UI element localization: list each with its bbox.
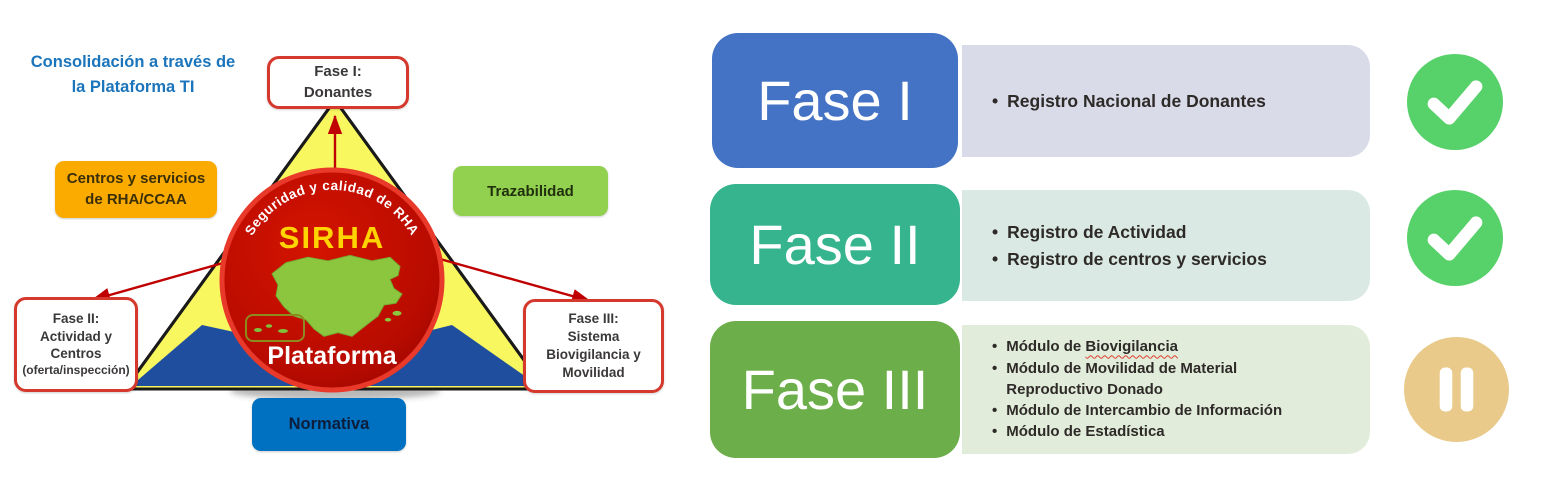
check-icon <box>1407 54 1503 150</box>
fase3-bullet-2: Módulo de Movilidad de Material Reproduc… <box>1006 359 1238 398</box>
list-item: • Registro de Actividad <box>992 219 1356 245</box>
fase3-pill-label: Fase III <box>741 358 929 421</box>
fase3-box-line4: Movilidad <box>562 364 625 380</box>
fase2-box-line3: Centros <box>50 346 102 362</box>
arrow-to-fase2 <box>90 259 231 303</box>
list-item: • Módulo de Movilidad de Material Reprod… <box>992 358 1356 401</box>
circle-caption: Plataforma <box>267 342 397 370</box>
bullet-dot: • <box>992 222 999 243</box>
fase2-bullet-2: Registro de centros y servicios <box>1007 248 1267 269</box>
sirha-title: SIRHA <box>279 220 385 255</box>
diagram-title-line2: la Plataforma TI <box>71 77 195 96</box>
fase3-bullet-1-prefix: Módulo de <box>1006 338 1086 356</box>
fase2-pill-label: Fase II <box>749 213 921 276</box>
centros-servicios-box: Centros y servicios de RHA/CCAA <box>55 161 217 218</box>
spain-map <box>271 254 403 337</box>
sirha-diagram: Seguridad y calidad de RHA SIRHA Platafo… <box>90 97 592 400</box>
normativa-label: Normativa <box>288 415 370 433</box>
fase1-box-line2: Donantes <box>303 83 373 101</box>
fase3-box-line3: Biovigilancia y <box>546 347 641 362</box>
fase3-box-line2: Sistema <box>567 329 620 345</box>
list-item: • Módulo de Intercambio de Información <box>992 400 1356 421</box>
fase3-pill: Fase III <box>710 321 960 458</box>
fase3-sistema-box: Fase III: Sistema Biovigilancia y Movili… <box>523 299 664 393</box>
list-item: • Registro Nacional de Donantes <box>992 88 1356 114</box>
trazabilidad-label: Trazabilidad <box>487 182 574 200</box>
fase3-bullet-1: Módulo de Biovigilancia <box>1006 336 1178 357</box>
trazabilidad-box: Trazabilidad <box>453 166 608 216</box>
fase2-bullet-1: Registro de Actividad <box>1007 222 1187 243</box>
list-item: • Registro de centros y servicios <box>992 246 1356 272</box>
bullet-dot: • <box>992 402 998 420</box>
fase2-actividad-box: Fase II: Actividad y Centros (oferta/ins… <box>14 297 138 392</box>
bullet-dot: • <box>992 359 998 377</box>
fase1-pill-label: Fase I <box>757 69 913 132</box>
list-item: • Módulo de Biovigilancia <box>992 336 1356 357</box>
fase2-box-line2: Actividad y <box>39 328 113 344</box>
fase3-bullet-4: Módulo de Estadística <box>1006 423 1165 441</box>
bullet-dot: • <box>992 90 999 111</box>
arrow-to-fase3 <box>439 257 592 304</box>
centros-box-line2: de RHA/CCAA <box>85 190 187 208</box>
fase2-box-line4: (oferta/inspección) <box>22 363 130 378</box>
fase1-donantes-box: Fase I: Donantes <box>267 56 409 109</box>
fase3-bullet-1-misspelled-word: Biovigilancia <box>1085 338 1178 356</box>
fase1-panel: • Registro Nacional de Donantes <box>962 45 1370 157</box>
fase2-box-line1: Fase II: <box>52 310 100 326</box>
normativa-box: Normativa <box>252 398 406 451</box>
pause-icon <box>1404 337 1509 442</box>
fase3-bullet-3: Módulo de Intercambio de Información <box>1006 402 1283 420</box>
bullet-dot: • <box>992 423 998 441</box>
fase2-panel: • Registro de Actividad • Registro de ce… <box>962 190 1370 301</box>
fase2-pill: Fase II <box>710 184 960 305</box>
fase3-panel: • Módulo de Biovigilancia • Módulo de Mo… <box>962 325 1370 454</box>
fase1-pill: Fase I <box>712 33 958 168</box>
canary-islands-inset <box>245 314 305 342</box>
centros-box-line1: Centros y servicios <box>66 170 206 188</box>
fase3-box-line1: Fase III: <box>568 311 619 327</box>
diagram-title: Consolidación a través de la Plataforma … <box>20 50 246 100</box>
list-item: • Módulo de Estadística <box>992 421 1356 442</box>
bullet-dot: • <box>992 248 999 269</box>
check-icon <box>1407 190 1503 286</box>
fase1-box-line1: Fase I: <box>314 63 362 81</box>
diagram-title-line1: Consolidación a través de <box>30 53 236 71</box>
fase1-bullet-1: Registro Nacional de Donantes <box>1007 90 1266 111</box>
bullet-dot: • <box>992 338 998 356</box>
